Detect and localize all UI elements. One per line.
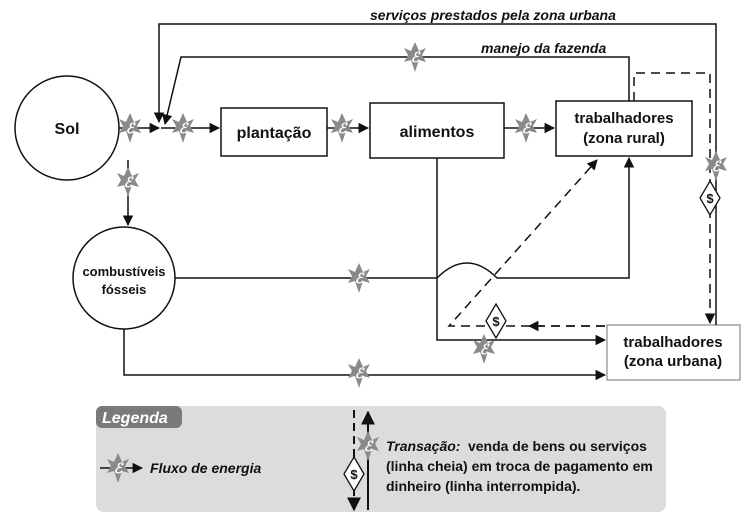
legend-energy-star-label: ℰ: [114, 461, 125, 477]
legend-title-badge: [96, 406, 182, 428]
node-plantacao-label: plantação: [237, 125, 312, 142]
legend-energy-text: Fluxo de energia: [150, 460, 261, 476]
node-rural-label-1: trabalhadores: [574, 110, 673, 127]
node-fossil-label-2: fósseis: [102, 282, 147, 297]
energy-markers: ℰ ℰ ℰ ℰ ℰ ℰ ℰ ℰ ℰ ℰ: [117, 42, 727, 388]
dollar-diamond-icon: [699, 179, 721, 217]
dollar-diamond-icon: [343, 455, 365, 493]
label-farm-management: manejo da fazenda: [481, 40, 606, 56]
energy-star-label: ℰ: [355, 366, 366, 382]
dollar-diamond-label: $: [706, 191, 714, 206]
energy-star-label: ℰ: [179, 121, 190, 137]
money-markers: $ $: [485, 179, 721, 340]
legend-transaction-line-3: dinheiro (linha interrompida).: [386, 478, 580, 494]
legend-content: ℰ Fluxo de energia ℰ $ Transação: venda …: [100, 410, 653, 512]
node-plantacao: [220, 107, 328, 157]
node-urban-label-1: trabalhadores: [623, 334, 722, 351]
node-rural-workers: [555, 100, 693, 157]
energy-star-label: ℰ: [522, 121, 533, 137]
dollar-diamond-label: $: [492, 314, 500, 329]
node-alimentos-label: alimentos: [400, 124, 475, 141]
flow-fossil-to-rural: [175, 156, 635, 279]
energy-star-label: ℰ: [480, 342, 491, 358]
money-urban-to-rural: [447, 159, 605, 327]
node-alimentos: [369, 102, 505, 159]
legend-transaction-term: Transação:: [386, 438, 460, 454]
legend-transaction-star-label: ℰ: [364, 439, 375, 455]
legend-title: Legenda: [102, 410, 168, 427]
legend-transaction-desc-1: venda de bens ou serviços: [468, 438, 647, 454]
legend-transaction-dollar-label: $: [350, 467, 358, 482]
energy-star-label: ℰ: [126, 121, 137, 137]
energy-star-label: ℰ: [338, 121, 349, 137]
node-sol-label: Sol: [55, 121, 80, 138]
flow-farm-management: [162, 56, 630, 126]
label-urban-services: serviços prestados pela zona urbana: [370, 7, 616, 23]
flow-alimentos-to-urban: [436, 158, 607, 346]
node-urban-label-2: (zona urbana): [624, 353, 722, 370]
dollar-diamond-icon: [485, 302, 507, 340]
energy-star-label: ℰ: [411, 50, 422, 66]
energy-star-label: ℰ: [712, 159, 723, 175]
node-urban-workers: [606, 324, 741, 381]
node-rural-label-2: (zona rural): [583, 130, 665, 147]
energy-star-label: ℰ: [124, 175, 135, 191]
legend-transaction-line-1: Transação: venda de bens ou serviços: [386, 438, 647, 455]
energy-star-label: ℰ: [355, 271, 366, 287]
legend-transaction-line-2: (linha cheia) em troca de pagamento em: [386, 458, 653, 474]
flow-fossil-to-urban: [123, 329, 607, 381]
legend: Legenda: [96, 406, 666, 512]
node-fossil-label-1: combustíveis: [82, 264, 165, 279]
legend-box: [96, 406, 666, 512]
